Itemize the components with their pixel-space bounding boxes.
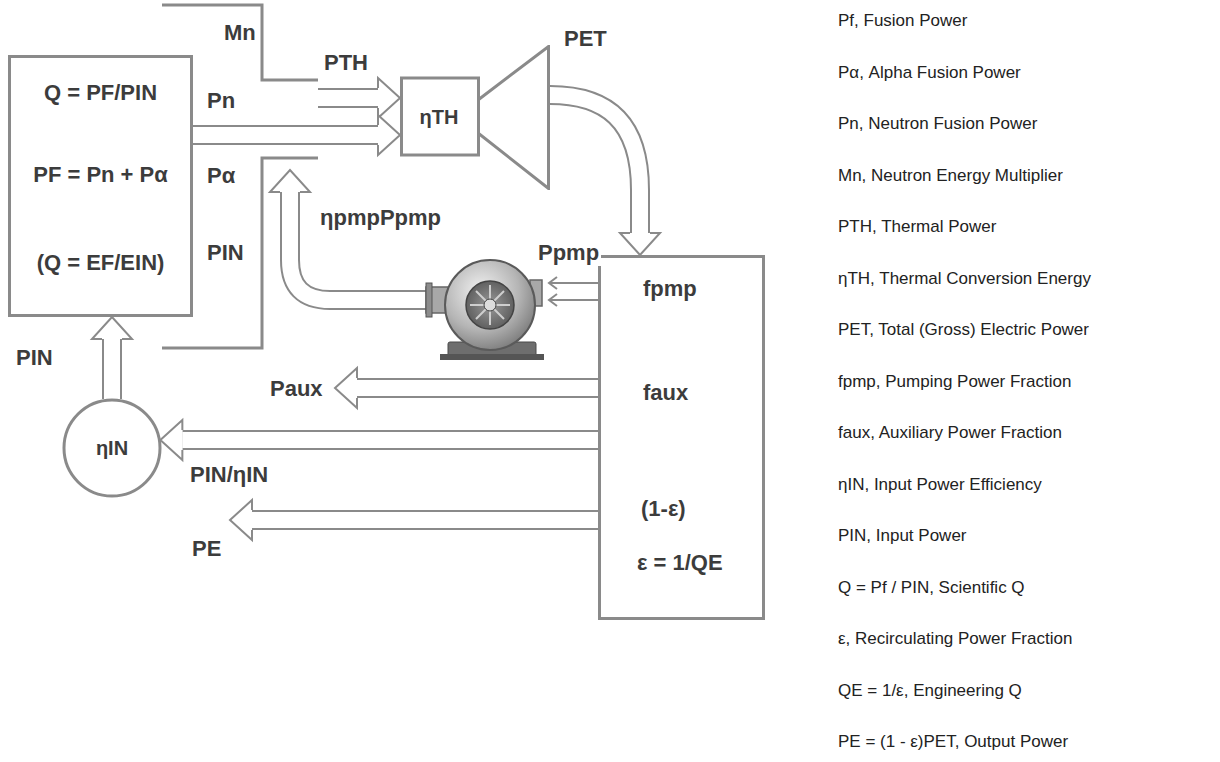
pump-blades <box>470 285 510 325</box>
pump-illustration <box>426 260 544 360</box>
symbol-definition: QE = 1/ε, Engineering Q <box>838 680 1022 702</box>
arrow-shaft <box>318 90 380 106</box>
power-label: Pn <box>205 88 237 114</box>
arrow-shaft <box>182 432 598 448</box>
symbol-definition: fpmp, Pumping Power Fraction <box>838 371 1071 393</box>
node-text: faux <box>643 380 688 406</box>
arrow-head <box>92 317 132 339</box>
arrow-shaft <box>182 430 598 450</box>
power-label: PIN <box>205 240 246 266</box>
flow-label: PIN/ηIN <box>188 462 270 488</box>
pump-foot <box>440 354 544 360</box>
node-text: ηTH <box>400 78 478 155</box>
pump-feed-line <box>550 282 598 284</box>
node-text: PF = Pn + Pα <box>11 162 190 188</box>
symbol-definition: Pα, Alpha Fusion Power <box>838 62 1021 84</box>
arrow-shaft <box>102 339 122 399</box>
symbol-definition: ηIN, Input Power Efficiency <box>838 474 1042 496</box>
arrow-head <box>378 78 400 118</box>
pump-housing <box>445 260 535 350</box>
symbol-definition: PTH, Thermal Power <box>838 216 996 238</box>
node-text: Q = PF/PIN <box>11 80 190 106</box>
symbol-definition: Mn, Neutron Energy Multiplier <box>838 165 1063 187</box>
arrow-head <box>378 115 400 155</box>
node-text: ηIN <box>62 398 162 498</box>
node-text: (1-ε) <box>641 496 686 522</box>
arrow-head <box>620 233 660 255</box>
power-label: Paux <box>268 376 325 402</box>
flow-label: PIN <box>14 345 55 371</box>
symbol-definition: PIN, Input Power <box>838 525 967 547</box>
hollow-arrow-connector <box>160 420 598 460</box>
output-power-arrow <box>230 500 600 540</box>
thermal-arrow <box>318 78 400 118</box>
pump-feed-head <box>549 294 557 306</box>
arrow-shaft <box>550 95 640 233</box>
flow-label: PTH <box>322 50 370 76</box>
node-text: ε = 1/QE <box>637 550 723 576</box>
power-split-box: fpmp faux (1-ε) ε = 1/QE <box>598 255 765 620</box>
arrow-shaft <box>355 380 600 396</box>
plasma-box: Q = PF/PIN PF = Pn + Pα (Q = EF/EIN) <box>8 55 193 317</box>
symbol-definition: PET, Total (Gross) Electric Power <box>838 319 1089 341</box>
pump-hub <box>484 299 496 311</box>
symbol-definition: ηTH, Thermal Conversion Energy <box>838 268 1091 290</box>
pump-power-arrow <box>270 170 428 300</box>
power-label: ηpmpPpmp <box>318 205 443 231</box>
pump-feed-head <box>549 277 557 289</box>
symbol-definition: Pf, Fusion Power <box>838 10 967 32</box>
arrow-shaft <box>550 95 640 233</box>
arrow-head <box>335 368 357 408</box>
node-text: (Q = EF/EIN) <box>11 250 190 276</box>
input-efficiency-circle: ηIN <box>62 398 162 498</box>
power-label: PE <box>190 536 223 562</box>
symbol-definition: Pn, Neutron Fusion Power <box>838 113 1037 135</box>
turbine-cone <box>478 47 549 189</box>
arrow-head <box>160 420 182 460</box>
pump-flange <box>426 283 432 317</box>
arrow-head <box>230 500 252 540</box>
symbol-definition: faux, Auxiliary Power Fraction <box>838 422 1062 444</box>
arrow-head <box>270 170 310 192</box>
symbol-definition: PE = (1 - ε)PET, Output Power <box>838 731 1068 753</box>
power-label: Pα <box>205 163 237 189</box>
arrow-shaft <box>193 127 378 143</box>
turbine-node: ηTH <box>400 45 550 190</box>
flow-label: PET <box>562 26 609 52</box>
arrow-shaft <box>104 339 120 399</box>
symbol-definition: ε, Recirculating Power Fraction <box>838 628 1072 650</box>
pump-feed-line <box>550 299 598 301</box>
hollow-arrow-connector <box>92 317 132 399</box>
hollow-arrow-connector <box>193 115 400 155</box>
power-label: Ppmp <box>536 240 601 266</box>
node-text: fpmp <box>643 276 697 302</box>
aux-power-arrow <box>335 368 600 408</box>
power-label: Mn <box>222 20 258 46</box>
symbol-definition: Q = Pf / PIN, Scientific Q <box>838 577 1025 599</box>
pump-impeller <box>466 281 514 329</box>
hollow-arrow-connector <box>550 95 660 255</box>
arrow-shaft <box>250 512 600 528</box>
arrow-shaft <box>193 125 378 145</box>
